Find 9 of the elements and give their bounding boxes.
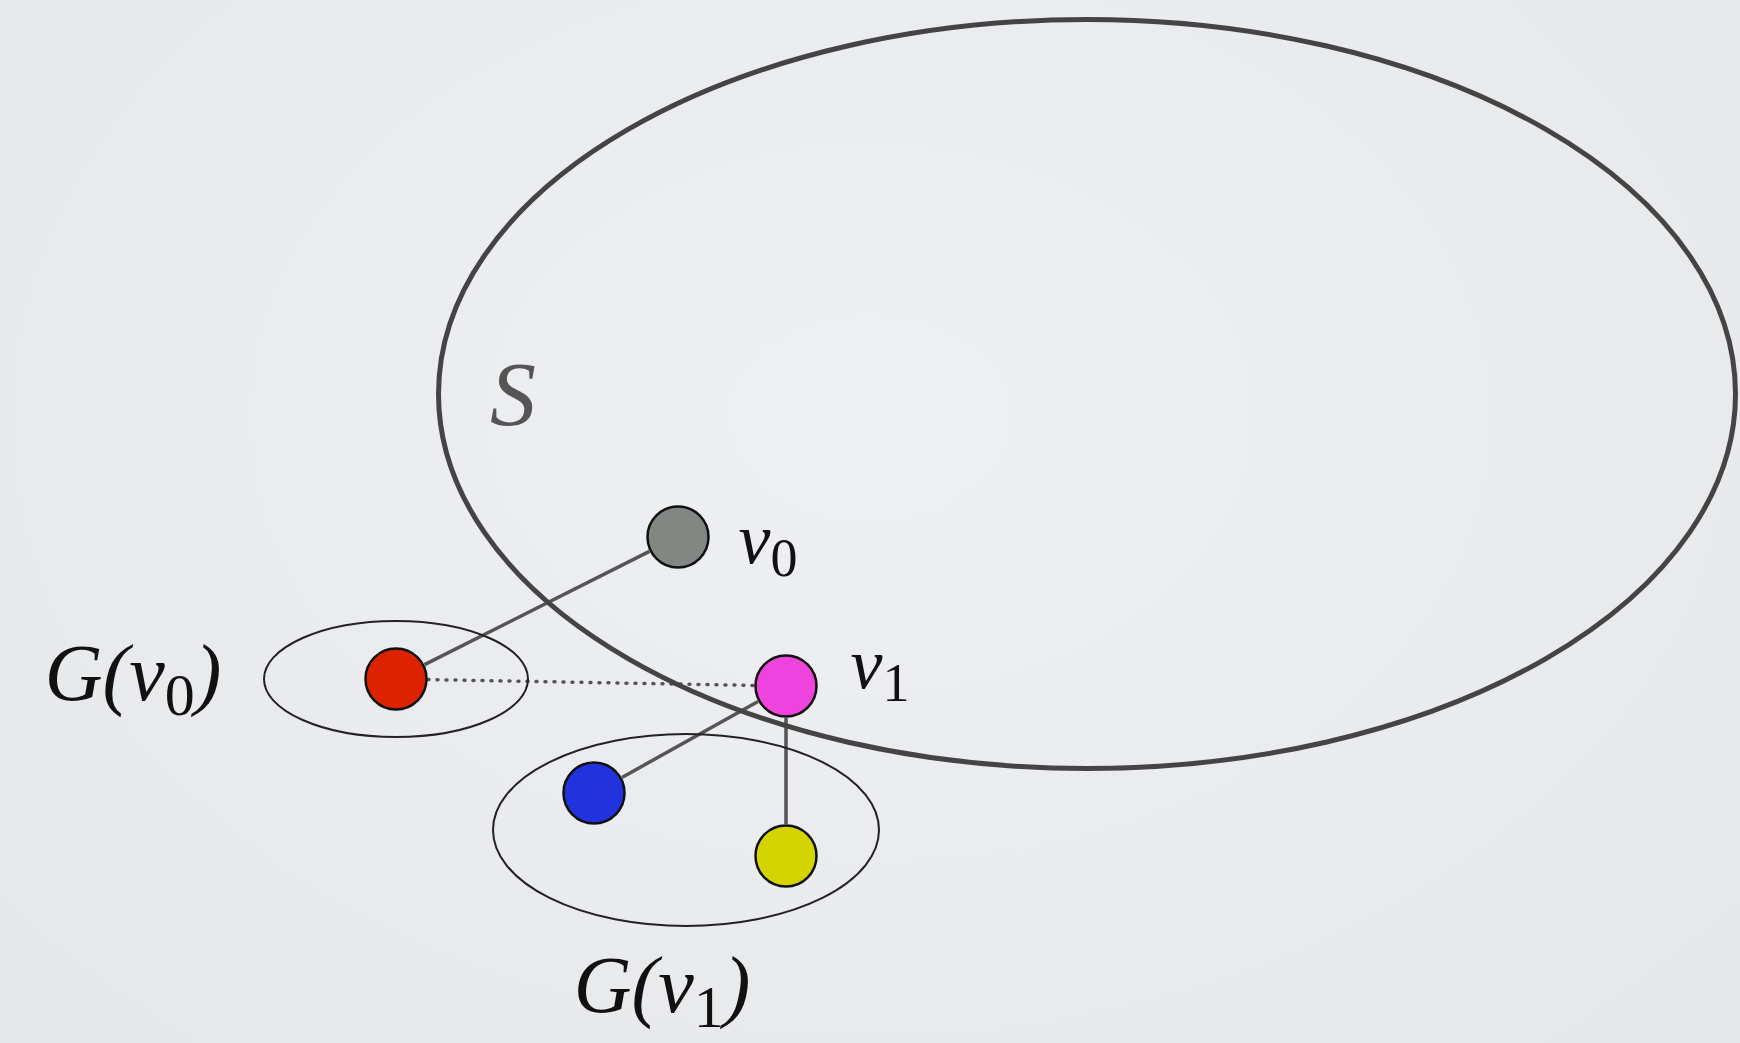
set-label: G(v$_{0}$)	[44, 633, 222, 725]
edge-line	[621, 700, 759, 779]
set-label: S	[490, 348, 536, 440]
vertex-label: v$_{0}$	[738, 502, 798, 586]
edge-line	[784, 718, 788, 824]
dotted-line	[426, 677, 756, 688]
edge-line	[423, 549, 651, 667]
vertex-label: v$_{1}$	[850, 627, 910, 711]
set-label: G(v$_{1}$)	[573, 945, 751, 1037]
